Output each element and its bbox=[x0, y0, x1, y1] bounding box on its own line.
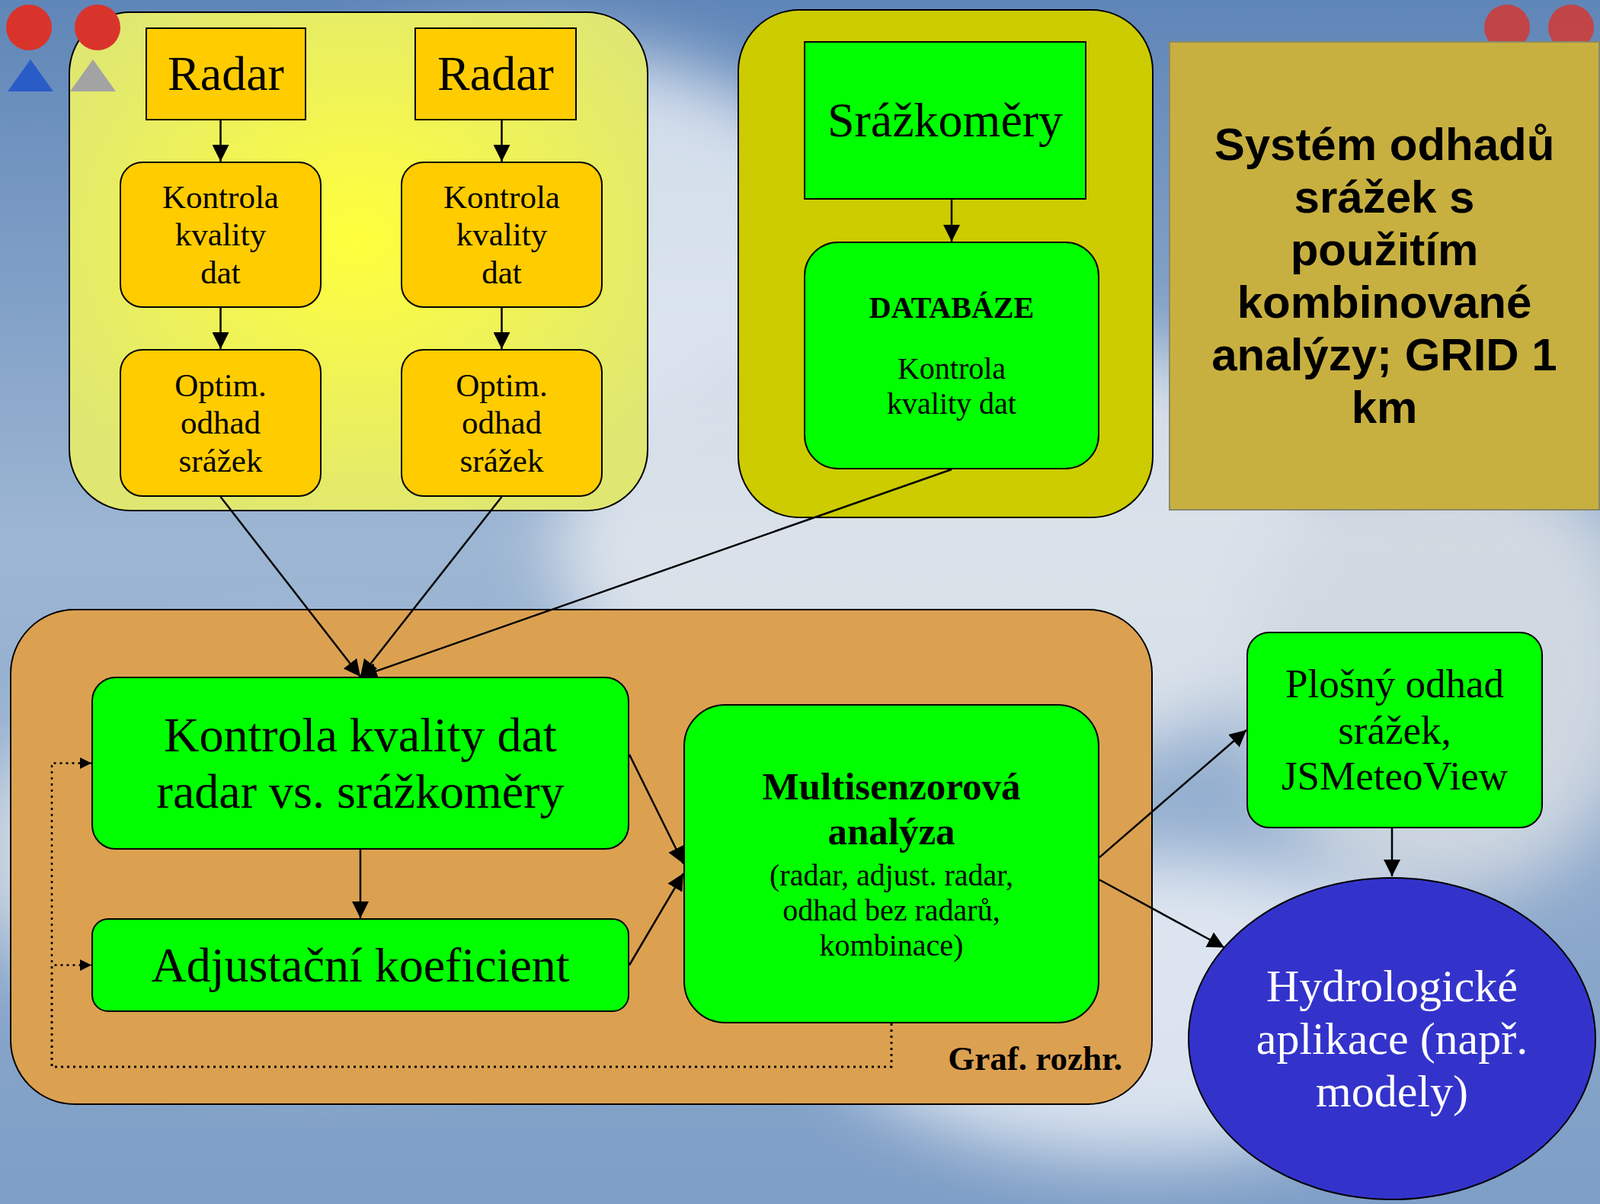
flow-arrow bbox=[360, 496, 503, 677]
box-text: Plošný odhad srážek, JSMeteoView bbox=[1265, 660, 1525, 800]
process-box: DATABÁZE Kontrola kvality dat bbox=[803, 241, 1100, 470]
box-text: Adjustační koeficient bbox=[150, 937, 570, 994]
process-box: Optim. odhad srážek bbox=[119, 348, 322, 497]
box-text: Hydrologické aplikace (např. modely) bbox=[1251, 960, 1533, 1118]
box-text: (radar, adjust. radar, odhad bez radarů,… bbox=[739, 857, 1044, 964]
flow-arrow bbox=[500, 120, 503, 162]
box-text: Kontrola kvality dat bbox=[435, 178, 569, 292]
process-box: Radar bbox=[145, 27, 307, 121]
flow-arrow bbox=[359, 849, 362, 919]
box-text: Optim. odhad srážek bbox=[435, 366, 569, 480]
flow-arrow bbox=[1391, 828, 1394, 877]
clouds bbox=[0, 45, 1600, 1159]
output-ellipse: Hydrologické aplikace (např. modely) bbox=[1187, 876, 1597, 1201]
flow-arrow bbox=[629, 754, 684, 864]
flow-arrow bbox=[1099, 729, 1247, 858]
box-text: DATABÁZE bbox=[869, 290, 1034, 326]
ellipse-outline bbox=[1188, 877, 1596, 1200]
box-text: Graf. rozhr. bbox=[947, 1039, 1123, 1079]
box-text: Srážkoměry bbox=[827, 92, 1063, 149]
flow-arrow bbox=[220, 496, 362, 677]
process-box: Kontrola kvality dat bbox=[400, 161, 603, 308]
flow-arrow bbox=[1099, 880, 1225, 948]
process-box: Radar bbox=[414, 27, 577, 121]
radar-group bbox=[69, 12, 648, 511]
box-text: Kontrola kvality dat radar vs. srážkoměr… bbox=[124, 707, 597, 820]
box-text: Kontrola kvality dat bbox=[856, 351, 1047, 422]
flow-arrow bbox=[219, 307, 222, 349]
process-box: Kontrola kvality dat radar vs. srážkoměr… bbox=[91, 676, 630, 850]
process-box: Srážkoměry bbox=[803, 41, 1087, 200]
process-box: Optim. odhad srážek bbox=[400, 348, 603, 497]
process-box: Adjustační koeficient bbox=[91, 918, 630, 1012]
process-box: Multisenzorová analýza(radar, adjust. ra… bbox=[683, 704, 1100, 1024]
group-caption: Graf. rozhr. bbox=[947, 1039, 1123, 1079]
flow-arrow bbox=[500, 307, 503, 349]
box-text: Kontrola kvality dat bbox=[153, 178, 288, 292]
flow-arrow bbox=[629, 873, 684, 965]
box-text: Optim. odhad srážek bbox=[153, 366, 288, 480]
process-box: Plošný odhad srážek, JSMeteoView bbox=[1246, 631, 1543, 829]
process-box: Kontrola kvality dat bbox=[119, 161, 322, 308]
flow-arrow bbox=[360, 469, 952, 677]
gauge-group bbox=[738, 9, 1153, 518]
group-panel: Graf. rozhr. Kontrola kvality dat radar v… bbox=[9, 608, 1153, 1105]
box-text: Systém odhadů srážek s použitím kombinov… bbox=[1201, 118, 1568, 434]
logo bbox=[6, 4, 121, 92]
title-box: Systém odhadů srážek s použitím kombinov… bbox=[1168, 41, 1600, 511]
flow-arrow bbox=[219, 120, 222, 162]
box-text: Multisenzorová analýza bbox=[739, 764, 1044, 854]
box-text: Radar bbox=[167, 45, 285, 103]
box-text: Radar bbox=[437, 45, 554, 103]
flow-arrow bbox=[950, 199, 954, 242]
